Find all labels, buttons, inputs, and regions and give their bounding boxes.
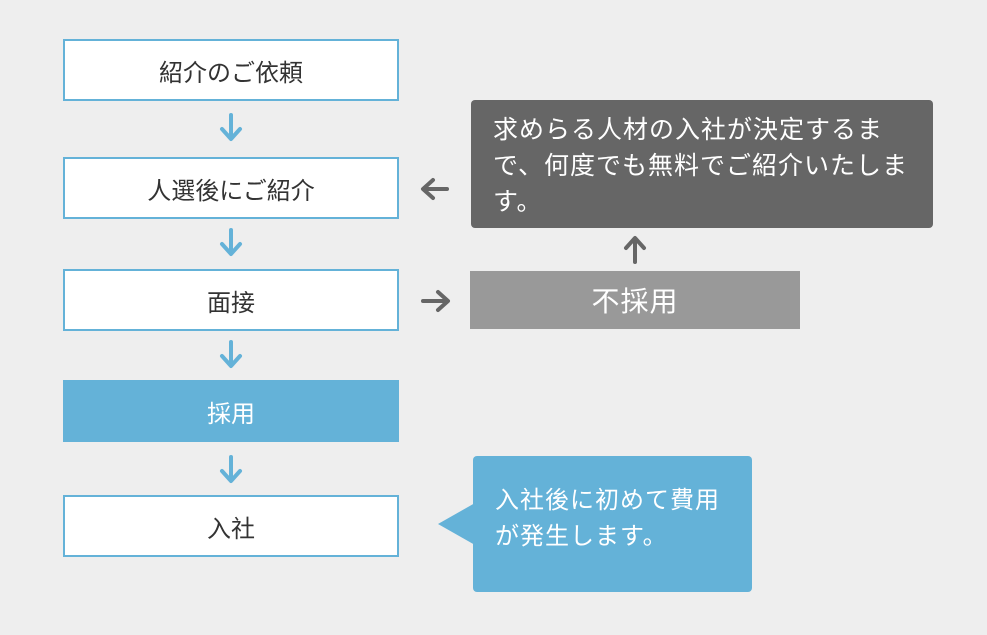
arrow-left-icon	[421, 178, 449, 200]
arrow-down-icon	[220, 228, 242, 256]
step-introduction-request: 紹介のご依頼	[63, 39, 399, 101]
arrow-down-icon	[220, 340, 242, 368]
arrow-down-icon	[220, 455, 242, 483]
step-label: 紹介のご依頼	[159, 58, 303, 87]
step-label: 面接	[207, 288, 255, 317]
bubble-text: 入社後に初めて費用が発生します。	[495, 486, 720, 550]
arrow-down-icon	[220, 113, 242, 141]
arrow-up-icon	[624, 236, 646, 264]
step-candidate-introduction: 人選後にご紹介	[63, 157, 399, 219]
arrow-right-icon	[421, 290, 450, 312]
speech-bubble-tail	[438, 503, 475, 545]
step-label: 採用	[207, 399, 255, 428]
step-interview: 面接	[63, 269, 399, 331]
fee-note-bubble: 入社後に初めて費用が発生します。	[473, 456, 752, 592]
note-text: 求めらる人材の入社が決定するまで、何度でも無料でご紹介いたします。	[493, 115, 909, 216]
step-hired: 採用	[63, 380, 399, 442]
free-reintroduction-note: 求めらる人材の入社が決定するまで、何度でも無料でご紹介いたします。	[471, 100, 933, 228]
rejection-label: 不採用	[591, 285, 679, 318]
rejection-box: 不採用	[470, 271, 800, 329]
step-label: 人選後にご紹介	[147, 176, 315, 205]
step-joining: 入社	[63, 495, 399, 557]
step-label: 入社	[207, 514, 255, 543]
